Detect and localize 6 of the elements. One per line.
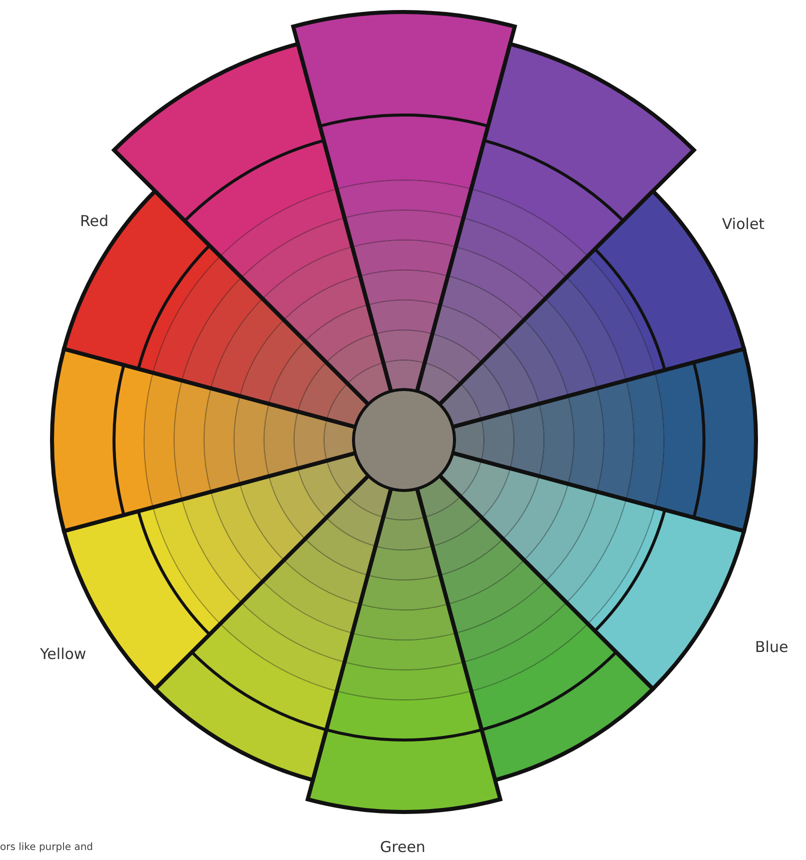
color-label: Blue [755, 638, 788, 656]
color-label: Yellow [40, 645, 86, 663]
color-label: Red [80, 212, 108, 230]
color-label: Green [380, 838, 426, 856]
color-label: Violet [722, 215, 765, 233]
note-text: ors like purple and [0, 842, 94, 853]
